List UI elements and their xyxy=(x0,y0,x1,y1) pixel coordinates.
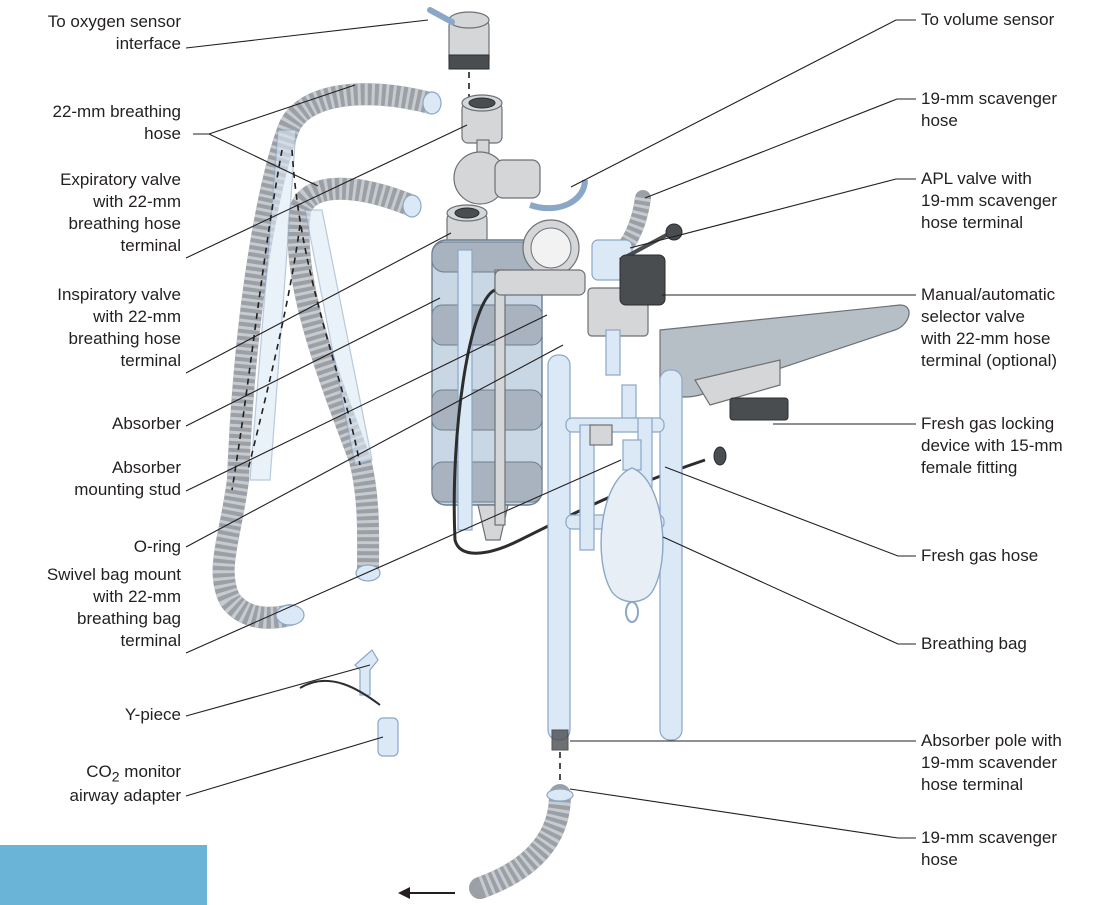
label-volume-sensor: To volume sensor xyxy=(921,9,1054,31)
label-absorber-mounting-stud: Absorber mounting stud xyxy=(74,457,181,501)
co2-tail: monitor xyxy=(120,762,181,781)
label-inspiratory-valve: Inspiratory valve with 22-mm breathing h… xyxy=(57,284,181,372)
label-o-ring: O-ring xyxy=(134,536,181,558)
label-co2-monitor: CO2 monitor xyxy=(86,761,181,787)
label-absorber: Absorber xyxy=(112,413,181,435)
label-fresh-gas-hose: Fresh gas hose xyxy=(921,545,1038,567)
label-y-piece: Y-piece xyxy=(125,704,181,726)
label-scavenger-hose-bottom: 19-mm scavenger hose xyxy=(921,827,1057,871)
breathing-bag xyxy=(601,440,663,622)
oxygen-sensor-interface xyxy=(430,10,489,100)
co2-main: CO xyxy=(86,762,112,781)
label-absorber-pole: Absorber pole with 19-mm scavender hose … xyxy=(921,730,1062,796)
breathing-hoses xyxy=(224,92,441,625)
co2-subscript: 2 xyxy=(112,768,120,784)
label-fresh-gas-locking: Fresh gas locking device with 15-mm fema… xyxy=(921,413,1063,479)
y-piece-and-adapter xyxy=(300,650,398,756)
scavenger-hose-bottom xyxy=(398,752,573,899)
label-breathing-hose-22: 22-mm breathing hose xyxy=(52,101,181,145)
label-selector-valve: Manual/automatic selector valve with 22-… xyxy=(921,284,1057,372)
label-expiratory-valve: Expiratory valve with 22-mm breathing ho… xyxy=(60,169,181,257)
accent-box xyxy=(0,845,207,905)
bag-mount-tray xyxy=(660,305,909,465)
label-co2-adapter: airway adapter xyxy=(69,785,181,807)
label-breathing-bag: Breathing bag xyxy=(921,633,1027,655)
label-scavenger-hose-top: 19-mm scavenger hose xyxy=(921,88,1057,132)
label-oxygen-sensor: To oxygen sensor interface xyxy=(48,11,181,55)
label-swivel-bag-mount: Swivel bag mount with 22-mm breathing ba… xyxy=(47,564,181,652)
label-apl-valve: APL valve with 19-mm scavenger hose term… xyxy=(921,168,1057,234)
